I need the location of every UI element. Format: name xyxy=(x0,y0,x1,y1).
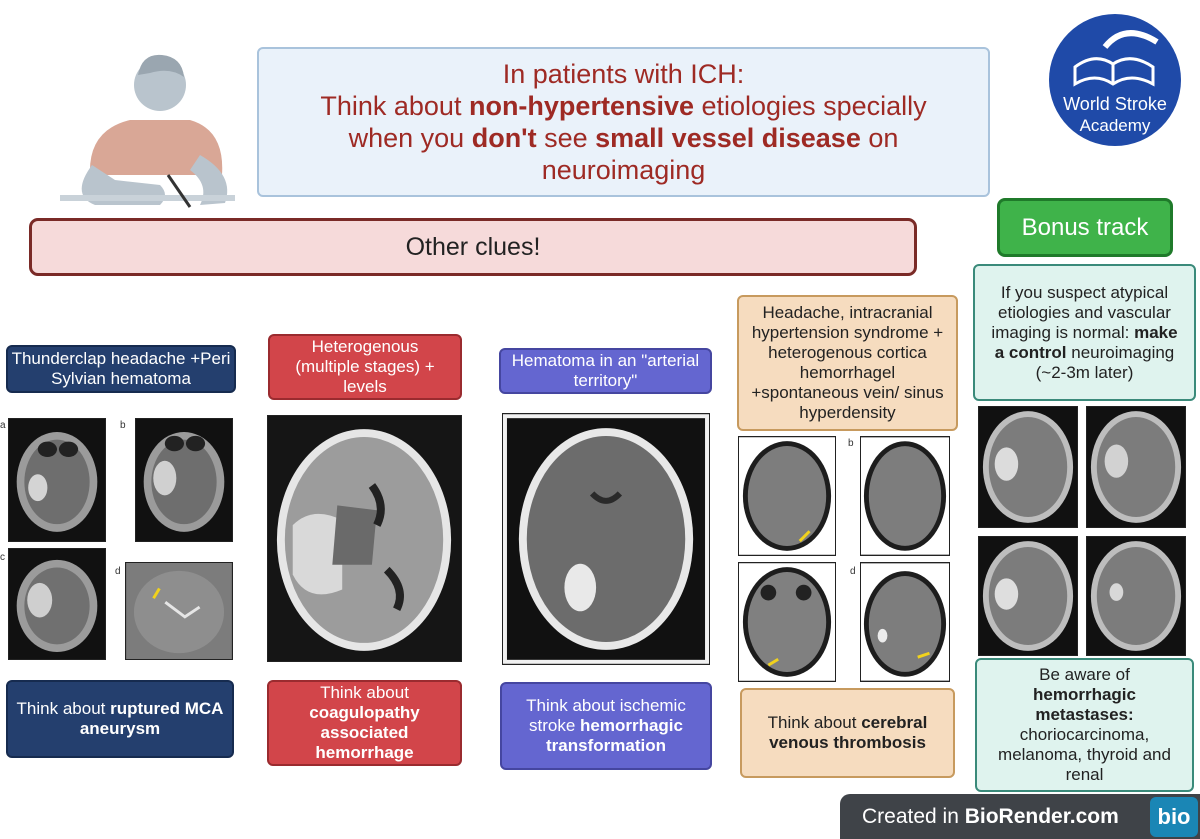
footer-text-pre: Created in xyxy=(862,804,965,828)
header-line3: when you don't see small vessel disease … xyxy=(348,123,899,153)
col1-panel-letter-c: c xyxy=(0,552,5,563)
col2-scan xyxy=(267,415,462,662)
footer-text-bold: BioRender.com xyxy=(964,804,1119,828)
bonus-description-box: If you suspect atypical etiologies and v… xyxy=(973,264,1196,401)
col1-scan-d xyxy=(125,562,233,660)
col5-scan-4 xyxy=(1086,536,1186,656)
col5-scan-1 xyxy=(978,406,1078,528)
col3-clue-box: Hematoma in an "arterial territory" xyxy=(499,348,712,394)
bio-badge-icon: bio xyxy=(1150,797,1198,837)
biorender-footer[interactable]: Created in BioRender.com xyxy=(840,794,1200,839)
col3-scan xyxy=(502,413,710,665)
col2-think-box: Think about coagulopathy associated hemo… xyxy=(267,680,462,766)
col4-scan-a xyxy=(738,436,836,556)
col4-scan-d xyxy=(860,562,950,682)
col1-panel-letter-b: b xyxy=(120,420,126,431)
col1-scan-c xyxy=(8,548,106,660)
col1-clue-box: Thunderclap headache +Peri Sylvian hemat… xyxy=(6,345,236,393)
col4-panel-letter-d: d xyxy=(850,566,856,577)
header-line2: Think about non-hypertensive etiologies … xyxy=(320,91,927,121)
col3-think-box: Think about ischemic stroke hemorrhagic … xyxy=(500,682,712,770)
col5-aware-box: Be aware of hemorrhagic metastases: chor… xyxy=(975,658,1194,792)
col1-scan-b xyxy=(135,418,233,542)
col4-scan-b xyxy=(860,436,950,556)
other-clues-banner: Other clues! xyxy=(29,218,917,276)
person-writing-illustration xyxy=(50,45,240,215)
world-stroke-academy-logo: World Stroke Academy xyxy=(1045,12,1185,148)
col1-scan-a xyxy=(8,418,106,542)
col4-scan-c xyxy=(738,562,836,682)
col5-scan-2 xyxy=(1086,406,1186,528)
bonus-track-label: Bonus track xyxy=(997,198,1173,257)
col4-panel-letter-b: b xyxy=(848,438,854,449)
logo-text-line1: World Stroke xyxy=(1063,94,1167,114)
header-line4: neuroimaging xyxy=(541,155,706,185)
col1-think-box: Think about ruptured MCA aneurysm xyxy=(6,680,234,758)
header-title-box: In patients with ICH: Think about non-hy… xyxy=(257,47,990,197)
col5-scan-3 xyxy=(978,536,1078,656)
logo-text-line2: Academy xyxy=(1079,116,1151,135)
col1-panel-letter-d: d xyxy=(115,566,121,577)
col4-think-box: Think about cerebral venous thrombosis xyxy=(740,688,955,778)
col4-clue-box: Headache, intracranial hypertension synd… xyxy=(737,295,958,431)
header-line1: In patients with ICH: xyxy=(502,59,745,89)
col2-clue-box: Heterogenous (multiple stages) + levels xyxy=(268,334,462,400)
col1-panel-letter-a: a xyxy=(0,420,6,431)
